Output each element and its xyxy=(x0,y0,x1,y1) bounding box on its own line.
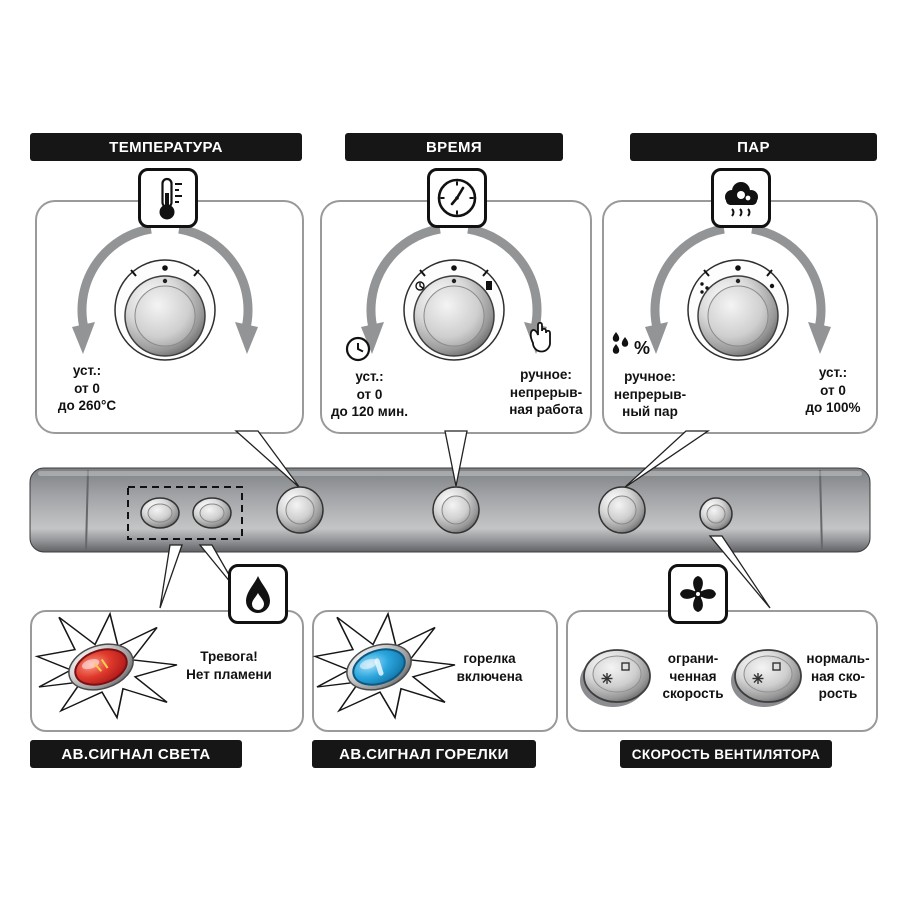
temperature-section-label: ТЕМПЕРАТУРА xyxy=(30,133,302,161)
steam-manual-note: ручное: непрерыв- ный пар xyxy=(613,369,687,420)
time-set-note: уст.: от 0 до 120 мин. xyxy=(330,369,409,420)
steam-icon xyxy=(711,168,771,228)
time-manual-note: ручное: непрерыв- ная работа xyxy=(509,367,583,418)
burner-lamp-button xyxy=(192,497,232,529)
time-panel-knob xyxy=(432,486,480,534)
steam-set-note: уст.: от 0 до 100% xyxy=(805,365,861,416)
burner-signal-note: горелка включена xyxy=(456,651,523,684)
indicator-lamp-group-outline xyxy=(127,486,243,540)
steam-panel-knob xyxy=(598,486,646,534)
control-strip xyxy=(29,467,871,553)
time-section-label: ВРЕМЯ xyxy=(345,133,563,161)
clock-icon xyxy=(427,168,487,228)
alarm-light-lamp-button xyxy=(140,497,180,529)
fan-speed-normal-note: нормаль- ная ско- рость xyxy=(806,651,870,702)
burner-signal-section-label: АВ.СИГНАЛ ГОРЕЛКИ xyxy=(312,740,536,768)
fan-speed-section-label: СКОРОСТЬ ВЕНТИЛЯТОРА xyxy=(620,740,832,768)
alarm-light-note: Тревога! Нет пламени xyxy=(186,649,272,682)
fan-icon xyxy=(668,564,728,624)
fan-speed-panel-button xyxy=(699,497,733,531)
steam-section-label: ПАР xyxy=(630,133,877,161)
thermometer-icon xyxy=(138,168,198,228)
flame-icon xyxy=(228,564,288,624)
temperature-set-note: уст.: от 0 до 260°C xyxy=(57,363,117,414)
temperature-panel-knob xyxy=(276,486,324,534)
alarm-light-section-label: АВ.СИГНАЛ СВЕТА xyxy=(30,740,242,768)
fan-speed-low-note: ограни- ченная скорость xyxy=(662,651,724,702)
